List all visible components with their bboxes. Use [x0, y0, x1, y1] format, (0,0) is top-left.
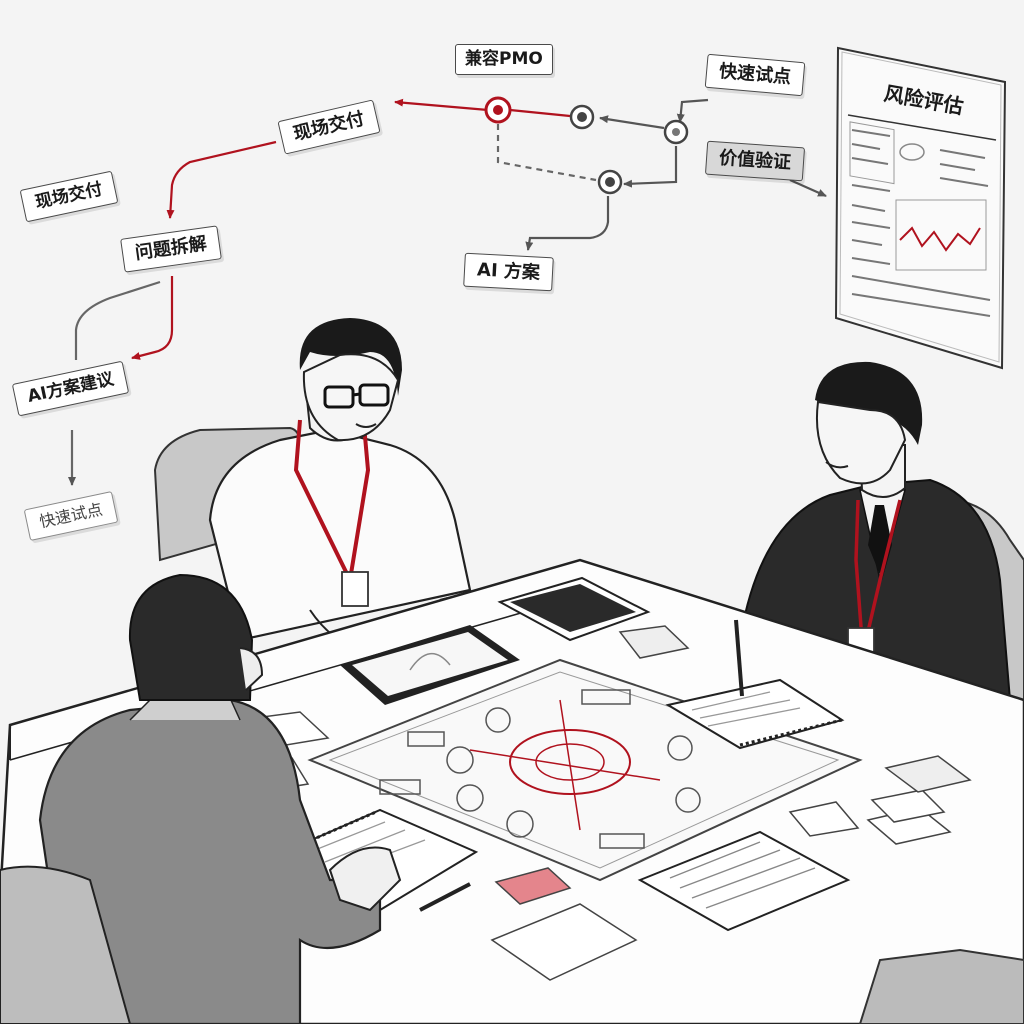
risk-assessment-panel — [834, 46, 1007, 370]
flow-node-2 — [569, 104, 595, 130]
flow-node-3 — [663, 119, 689, 145]
tablet-dark — [497, 576, 651, 642]
document-bottom-right — [637, 830, 851, 932]
flow-node-4 — [597, 169, 623, 195]
person-front-left — [38, 573, 402, 1024]
flow-connectors — [68, 98, 827, 486]
flow-node-pmo — [484, 96, 512, 124]
chair-front-left — [0, 865, 132, 1024]
notepad-right — [665, 619, 845, 750]
person-center-back — [208, 318, 482, 661]
tablet-center — [340, 625, 520, 705]
label-ai-plan: AI 方案 — [463, 252, 554, 292]
label-value-verification: 价值验证 — [704, 140, 806, 182]
chair-bottom-right — [858, 948, 1024, 1024]
label-pmo: 兼容PMO — [455, 44, 553, 75]
